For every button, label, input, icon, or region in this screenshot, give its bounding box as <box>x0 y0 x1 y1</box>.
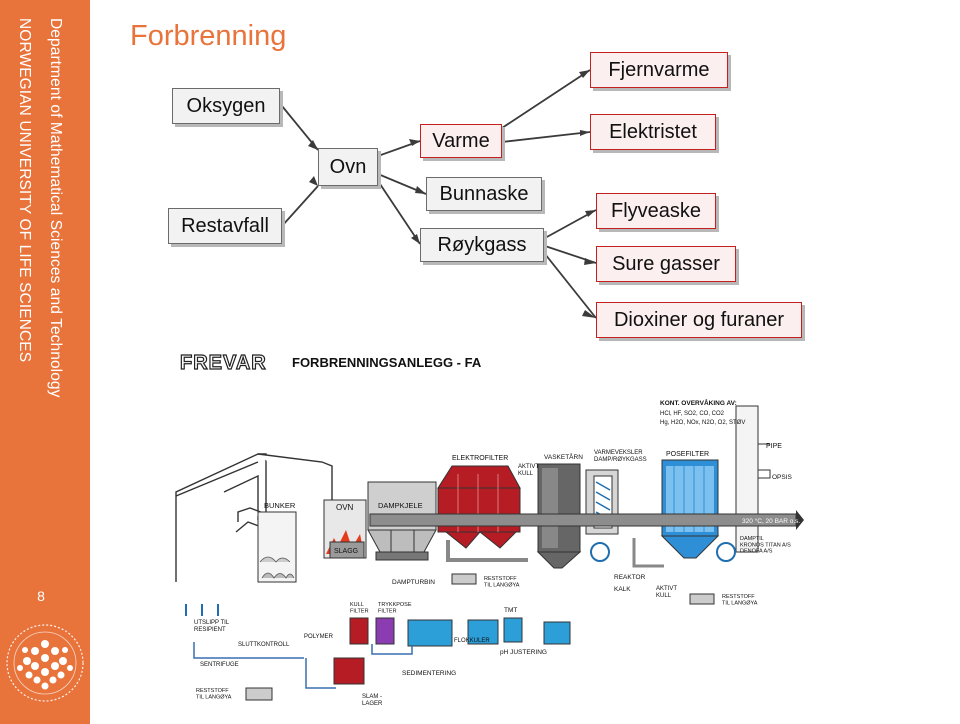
monitoring-line1: HCl, HF, SO2, CO, CO2 <box>660 411 725 417</box>
incineration-plant-diagram: FREVAR FORBRENNINGSANLEGG - FA BUNKER OV… <box>166 342 804 724</box>
university-name: NORWEGIAN UNIVERSITY OF LIFE SCIENCES <box>16 18 33 363</box>
label-final-control: SLUTTKONTROLL <box>238 642 290 648</box>
ph-tank-icon <box>543 621 571 645</box>
label-ovn: OVN <box>336 503 354 512</box>
label-lime: KALK <box>614 586 631 593</box>
label-opsis: OPSIS <box>772 474 793 481</box>
furnace-box: Ovn <box>318 148 378 186</box>
plant-building <box>175 453 333 582</box>
pressure-filter-icon <box>375 617 395 645</box>
gas-output-dioxiner: Dioxiner og furaner <box>596 302 802 338</box>
label-sludge: SLAM -LAGER <box>362 694 383 707</box>
bag-filter-icon <box>660 459 720 559</box>
scrubber-icon <box>536 463 582 569</box>
sedimentation-icon <box>407 619 453 647</box>
output-box-varme: Varme <box>420 124 502 158</box>
label-slag: SLAGG <box>334 548 358 555</box>
label-polymer: POLYMER <box>304 634 334 640</box>
flue-gas-duct <box>369 513 797 527</box>
label-pipe: PIPE <box>766 443 782 450</box>
stack-icon <box>735 405 759 553</box>
label-bunker: BUNKER <box>264 501 296 510</box>
label-ph: pH JUSTERING <box>500 649 547 656</box>
monitoring-title: KONT. OVERVÅKING AV: <box>660 398 737 407</box>
label-centrifuge: SENTRIFUGE <box>200 662 239 668</box>
plant-heading: FORBRENNINGSANLEGG - FA <box>292 355 482 370</box>
label-sedimentation: SEDIMENTERING <box>402 670 456 677</box>
slide-title: Forbrenning <box>130 20 287 52</box>
flocculation-icon <box>467 619 499 645</box>
heat-output-elektristet: Elektristet <box>590 114 716 150</box>
gas-output-sure-gasser: Sure gasser <box>596 246 736 282</box>
output-box-bunnaske: Bunnaske <box>426 177 542 211</box>
tmt-icon <box>503 617 523 643</box>
truck-icon <box>451 573 477 585</box>
label-tmt: TMT <box>504 607 517 614</box>
truck-icon <box>689 593 715 605</box>
label-scrubber: VASKETÅRN <box>544 452 583 461</box>
label-steam-turbine: DAMPTURBIN <box>392 579 435 586</box>
truck-icon <box>245 687 273 701</box>
label-flocculation: FLOKKULER <box>454 638 490 644</box>
bunker-icon <box>257 511 297 583</box>
sludge-tank-icon <box>333 657 365 685</box>
university-logo-icon <box>6 624 84 702</box>
output-box-roykgass: Røykgass <box>420 228 544 262</box>
plant-brand: FREVAR <box>180 352 267 374</box>
label-reactor: REAKTOR <box>614 574 646 581</box>
label-temperature: 320 °C, 20 BAR o.s. <box>742 517 800 525</box>
label-bag-filter: POSEFILTER <box>666 451 709 458</box>
input-box-restavfall: Restavfall <box>168 208 282 244</box>
label-boiler: DAMPKJELE <box>378 501 423 510</box>
page-number: 8 <box>37 588 45 604</box>
flow-connectors <box>281 69 597 319</box>
input-box-oksygen: Oksygen <box>172 88 280 124</box>
gas-output-flyveaske: Flyveaske <box>596 193 716 229</box>
fan-icon <box>716 542 736 562</box>
heat-output-fjernvarme: Fjernvarme <box>590 52 728 88</box>
sidebar: NORWEGIAN UNIVERSITY OF LIFE SCIENCES De… <box>0 0 90 724</box>
monitoring-line2: Hg, H2O, NOx, N2O, O2, STØV <box>660 420 745 426</box>
coal-filter-icon <box>349 617 369 645</box>
department-name: Department of Mathematical Sciences and … <box>47 18 64 398</box>
fan-icon <box>590 542 610 562</box>
label-electrofilter: ELEKTROFILTER <box>452 455 508 462</box>
